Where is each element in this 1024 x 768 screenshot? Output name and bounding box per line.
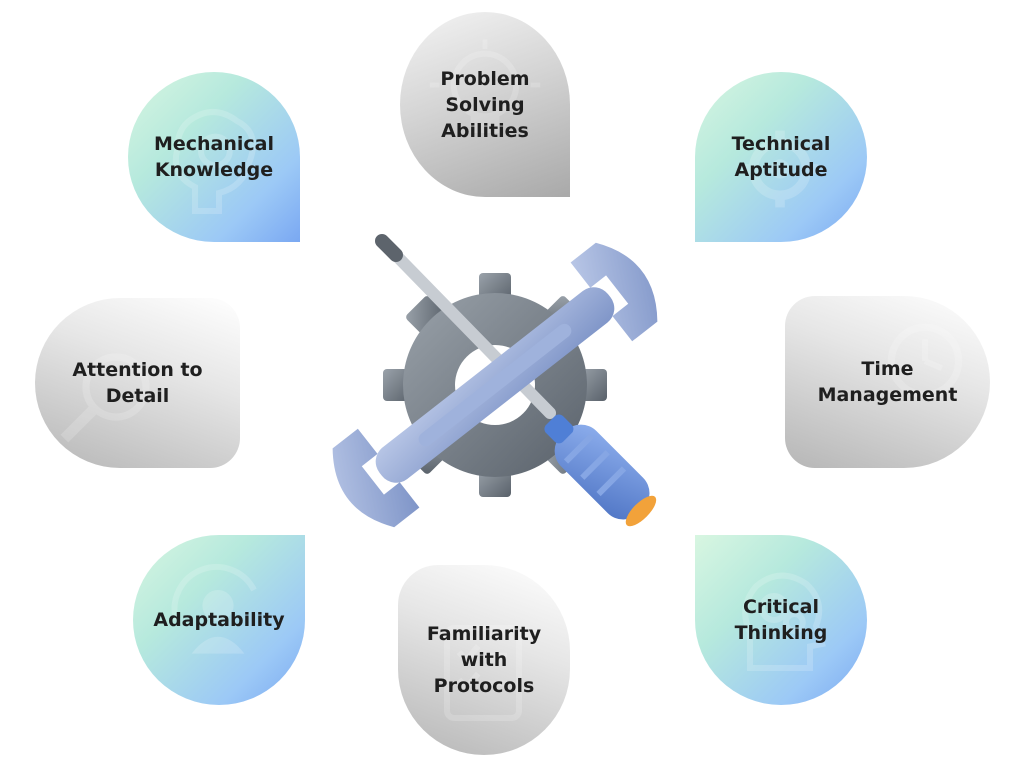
skill-label: Technical Aptitude	[731, 133, 831, 181]
skill-technical-aptitude: Technical Aptitude	[695, 72, 867, 242]
skill-mechanical-knowledge: Mechanical Knowledge	[128, 72, 300, 242]
skill-label: Attention to Detail	[72, 359, 203, 407]
skill-time-management: Time Management	[785, 296, 990, 468]
wrench-icon	[332, 242, 658, 528]
skill-label: Mechanical Knowledge	[153, 133, 275, 181]
skill-label: Problem Solving Abilities	[440, 67, 530, 142]
skill-adaptability: Adaptability	[133, 535, 305, 705]
gear-wrench-screwdriver-icon	[332, 234, 658, 528]
skill-label: Familiarity with Protocols	[426, 623, 542, 697]
skill-familiarity-protocols: Familiarity with Protocols	[398, 565, 570, 755]
skill-attention-to-detail: Attention to Detail	[35, 298, 240, 468]
skill-label: Time Management	[817, 358, 958, 406]
skill-label: Adaptability	[153, 609, 285, 631]
skill-label: Critical Thinking	[734, 596, 828, 644]
skill-critical-thinking: Critical Thinking	[695, 535, 867, 705]
screwdriver-handle	[544, 414, 657, 527]
skill-problem-solving: Problem Solving Abilities	[400, 12, 570, 197]
